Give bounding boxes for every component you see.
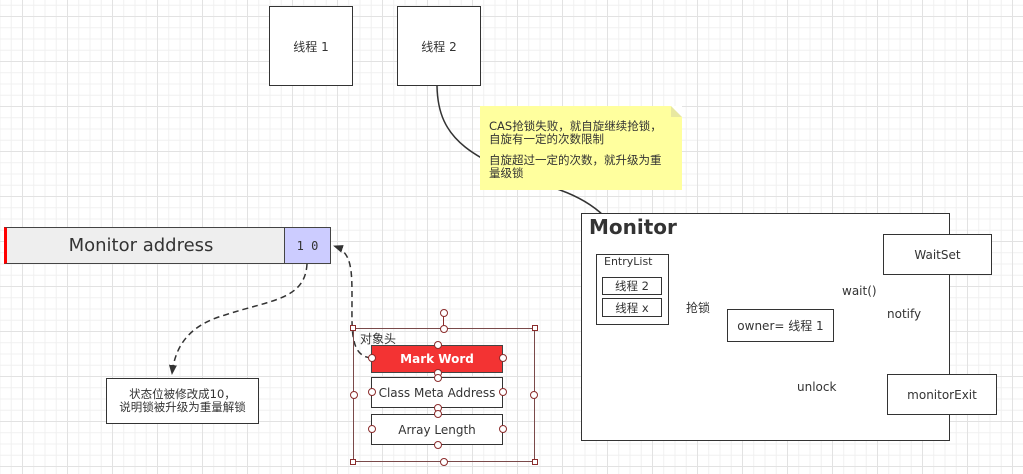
connect-point[interactable]: [434, 410, 442, 418]
thread-1-label: 线程 1: [293, 39, 329, 54]
connect-point[interactable]: [368, 388, 376, 396]
owner-label: owner= 线程 1: [737, 319, 824, 333]
wait-set-box[interactable]: WaitSet: [883, 234, 992, 275]
edge-flag-to-status-note[interactable]: [168, 263, 308, 375]
rotate-handle-stem: [443, 314, 444, 328]
edge-label-grab-lock: 抢锁: [686, 301, 711, 315]
resize-handle-s[interactable]: [440, 458, 448, 466]
note-line-2: 自旋有一定的次数限制: [489, 132, 604, 146]
monitor-address-label: Monitor address: [68, 235, 214, 256]
status-note-line-1: 状态位被修改成10，: [129, 387, 236, 401]
lock-flag-value: 1 0: [296, 238, 319, 253]
lock-flag-bits[interactable]: 1 0: [284, 227, 331, 264]
array-length-label: Array Length: [398, 422, 476, 437]
entry-list-title: EntryList: [604, 255, 653, 268]
note-line-1: CAS抢锁失败，就自旋继续抢锁，: [489, 119, 662, 133]
resize-handle-w[interactable]: [350, 391, 358, 399]
entry-list-item-label: 线程 2: [615, 279, 649, 293]
note-fold-corner: [671, 106, 682, 117]
thread-2-label: 线程 2: [421, 39, 457, 54]
object-header-title: 对象头: [360, 332, 397, 346]
resize-handle-ne[interactable]: [532, 325, 538, 331]
wait-set-label: WaitSet: [914, 247, 961, 262]
status-note-box[interactable]: 状态位被修改成10， 说明锁被升级为重量解锁: [106, 378, 259, 424]
cas-spin-note[interactable]: CAS抢锁失败，就自旋继续抢锁， 自旋有一定的次数限制 自旋超过一定的次数，就升…: [480, 106, 682, 190]
resize-handle-e[interactable]: [530, 391, 538, 399]
thread-1-box[interactable]: 线程 1: [269, 6, 353, 86]
resize-handle-sw[interactable]: [350, 459, 356, 465]
edge-label-unlock: unlock: [797, 380, 837, 394]
status-note-line-2: 说明锁被升级为重量解锁: [119, 400, 246, 414]
resize-handle-n[interactable]: [440, 325, 448, 333]
connect-point[interactable]: [368, 354, 376, 362]
connect-point[interactable]: [434, 441, 442, 449]
rotate-handle[interactable]: [440, 309, 448, 317]
connect-point[interactable]: [499, 388, 507, 396]
entry-list-item-label: 线程 x: [615, 300, 649, 315]
thread-2-box[interactable]: 线程 2: [397, 6, 481, 86]
monitor-exit-label: monitorExit: [907, 387, 977, 402]
monitor-title: Monitor: [589, 215, 677, 239]
owner-box[interactable]: owner= 线程 1: [727, 309, 834, 342]
connect-point[interactable]: [499, 354, 507, 362]
connect-point[interactable]: [499, 425, 507, 433]
monitor-address-field[interactable]: Monitor address: [4, 227, 286, 264]
mark-word-label: Mark Word: [400, 352, 474, 366]
resize-handle-nw[interactable]: [350, 325, 356, 331]
edge-label-notify: notify: [887, 307, 922, 321]
entry-list-item[interactable]: 线程 2: [602, 277, 662, 295]
entry-list-item[interactable]: 线程 x: [602, 298, 662, 317]
connect-point[interactable]: [434, 341, 442, 349]
note-line-4: 量级锁: [489, 166, 524, 180]
class-meta-address-label: Class Meta Address: [378, 385, 496, 400]
monitor-exit-box[interactable]: monitorExit: [887, 374, 997, 415]
edge-label-wait: wait(): [842, 284, 877, 298]
note-line-3: 自旋超过一定的次数，就升级为重: [489, 153, 662, 167]
connect-point[interactable]: [368, 425, 376, 433]
edge-markword-to-flag[interactable]: [333, 245, 372, 359]
connect-point[interactable]: [434, 374, 442, 382]
resize-handle-se[interactable]: [532, 459, 538, 465]
